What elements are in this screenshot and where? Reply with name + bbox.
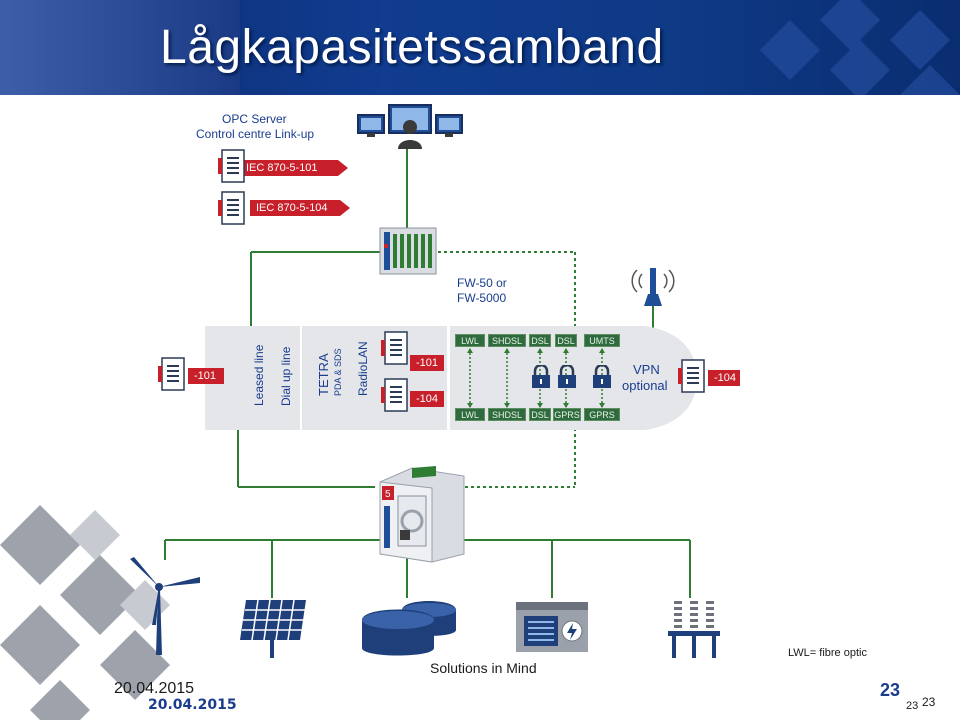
page-number-mid: 23 bbox=[922, 695, 936, 709]
document-icon bbox=[381, 378, 408, 412]
legend-note: LWL= fibre optic bbox=[788, 647, 867, 659]
document-icon bbox=[678, 359, 705, 393]
slide-title: Lågkapasitetssamband bbox=[160, 21, 664, 74]
company-slogan: Solutions in Mind bbox=[430, 660, 537, 676]
chip-bottom-shdsl: SHDSL bbox=[488, 408, 526, 421]
radiolan-label: RadioLAN bbox=[356, 341, 370, 396]
chip-bottom-gprs-2: GPRS bbox=[584, 408, 620, 421]
svg-text:5: 5 bbox=[385, 489, 391, 500]
user-icon bbox=[388, 104, 432, 149]
chip-top-dsl-1: DSL bbox=[529, 334, 551, 347]
dialup-line-label: Dial up line bbox=[279, 346, 293, 406]
substation-icon bbox=[516, 602, 588, 652]
radio-protocol-bar-104: -104 bbox=[410, 391, 444, 407]
arrow-icon bbox=[338, 160, 348, 176]
chip-top-dsl-2: DSL bbox=[555, 334, 577, 347]
header-banner: Lågkapasitetssamband bbox=[0, 0, 960, 95]
radio-protocol-bar-101: -101 bbox=[410, 355, 444, 371]
footer-date: 20.04.2015 bbox=[148, 697, 237, 713]
radio-protocol-label: -101 bbox=[416, 357, 439, 369]
document-icon bbox=[381, 331, 408, 365]
protocol-label: IEC 870-5-104 bbox=[256, 202, 328, 214]
page-number-large: 23 bbox=[880, 680, 901, 700]
chip-bottom-dsl: DSL bbox=[529, 408, 551, 421]
gateway-label-line1: FW-50 or bbox=[457, 276, 507, 290]
protocol-bar-104: IEC 870-5-104 bbox=[250, 200, 340, 216]
radio-protocol-label: -104 bbox=[416, 393, 439, 405]
monitor-icon bbox=[435, 114, 463, 137]
header-tiles-decoration bbox=[760, 0, 960, 95]
tetra-sub-label: PDA & SDS bbox=[333, 348, 343, 396]
protocol-label: IEC 870-5-101 bbox=[246, 162, 318, 174]
arrow-icon bbox=[340, 200, 350, 216]
vpn-label-line2: optional bbox=[622, 378, 668, 393]
tetra-label: TETRA bbox=[316, 353, 331, 396]
rack-icon bbox=[379, 227, 437, 275]
protocol-bar-101: IEC 870-5-101 bbox=[240, 160, 338, 176]
leased-line-label: Leased line bbox=[252, 344, 266, 406]
left-protocol-label: -101 bbox=[194, 370, 217, 382]
chip-top-shdsl: SHDSL bbox=[488, 334, 526, 347]
antenna-icon bbox=[631, 268, 675, 306]
page-number-small: 23 bbox=[906, 700, 919, 712]
monitor-icon bbox=[357, 114, 385, 137]
chip-top-umts: UMTS bbox=[584, 334, 620, 347]
server-label-line1: OPC Server bbox=[222, 112, 287, 126]
chip-top-lwl: LWL bbox=[455, 334, 485, 347]
chip-bottom-gprs-1: GPRS bbox=[553, 408, 581, 421]
tank-icon bbox=[362, 601, 456, 656]
right-protocol-label: -104 bbox=[714, 372, 737, 384]
lock-icon bbox=[532, 365, 550, 388]
control-centre-icon bbox=[357, 104, 463, 149]
lock-icon bbox=[558, 365, 576, 388]
gateway-label-line2: FW-5000 bbox=[457, 291, 507, 305]
lock-icon bbox=[593, 365, 611, 388]
wind-turbine-icon bbox=[130, 557, 200, 655]
insulator-icon bbox=[668, 601, 720, 658]
document-icon bbox=[218, 191, 245, 225]
header-glow bbox=[0, 0, 240, 95]
right-protocol-bar: -104 bbox=[708, 370, 740, 386]
comm-band-background bbox=[205, 326, 697, 430]
server-label-line2: Control centre Link-up bbox=[196, 127, 315, 141]
left-protocol-bar: -101 bbox=[188, 368, 224, 384]
document-icon bbox=[218, 149, 245, 183]
solar-panel-icon bbox=[240, 599, 306, 658]
document-icon bbox=[158, 357, 185, 391]
chip-bottom-lwl: LWL bbox=[455, 408, 485, 421]
vpn-label-line1: VPN bbox=[633, 362, 660, 377]
footer-date-shadow: 20.04.2015 bbox=[114, 680, 195, 697]
rtu-icon: 5 bbox=[379, 466, 465, 563]
